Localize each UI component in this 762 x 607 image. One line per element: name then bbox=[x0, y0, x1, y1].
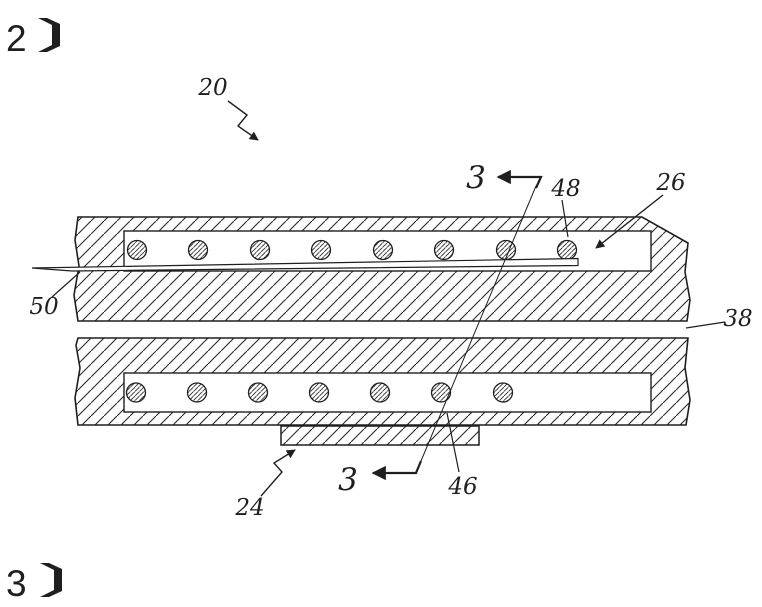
conductor-icon bbox=[249, 239, 271, 261]
leader-48 bbox=[561, 199, 569, 238]
conductor-icon bbox=[126, 239, 148, 261]
section-label-top: 3 bbox=[466, 160, 486, 196]
conductor-icon bbox=[369, 382, 391, 403]
conductor-icon bbox=[430, 382, 452, 403]
leader-20 bbox=[227, 100, 259, 141]
ref-label-20: 20 bbox=[197, 75, 227, 101]
conductor-icon bbox=[247, 382, 269, 403]
conductor-icon bbox=[492, 382, 514, 403]
lenticular-bracket-icon bbox=[38, 18, 60, 52]
ref-label-26: 26 bbox=[655, 170, 685, 196]
leader-26 bbox=[595, 194, 664, 249]
section-label-bottom: 3 bbox=[338, 462, 358, 498]
figure-number-top: 2 bbox=[6, 18, 27, 59]
lower-plate bbox=[74, 337, 691, 426]
figure-number-bottom: 3 bbox=[6, 563, 27, 604]
upper-plate bbox=[31, 216, 691, 322]
leader-50 bbox=[51, 271, 81, 298]
leader-46 bbox=[446, 412, 460, 473]
ref-label-38: 38 bbox=[723, 306, 752, 332]
ref-label-46: 46 bbox=[447, 474, 477, 500]
lower-conductor-row bbox=[125, 382, 514, 403]
base-strip bbox=[280, 425, 480, 446]
leader-24 bbox=[260, 449, 296, 497]
figure-marker-top: 2 bbox=[6, 18, 60, 59]
reference-annotations: 20 48 26 50 38 46 24 bbox=[29, 75, 752, 521]
ref-label-50: 50 bbox=[29, 294, 58, 320]
conductor-icon bbox=[556, 239, 578, 261]
section-arrow-top bbox=[496, 169, 543, 189]
conductor-icon bbox=[372, 239, 394, 261]
lenticular-bracket-icon bbox=[40, 563, 62, 597]
conductor-icon bbox=[187, 239, 209, 261]
conductor-icon bbox=[310, 239, 332, 261]
section-arrow-bottom bbox=[371, 460, 423, 481]
needle bbox=[31, 257, 579, 272]
section-line-3-3: 3 3 bbox=[338, 160, 543, 498]
conductor-icon bbox=[308, 382, 330, 403]
ref-label-48: 48 bbox=[550, 176, 580, 202]
section-cut-line bbox=[420, 185, 537, 462]
conductor-icon bbox=[433, 239, 455, 261]
figure-marker-bottom: 3 bbox=[6, 563, 62, 604]
leader-38 bbox=[685, 321, 726, 329]
conductor-icon bbox=[186, 382, 208, 403]
conductor-icon bbox=[125, 382, 147, 403]
ref-label-24: 24 bbox=[234, 495, 264, 521]
